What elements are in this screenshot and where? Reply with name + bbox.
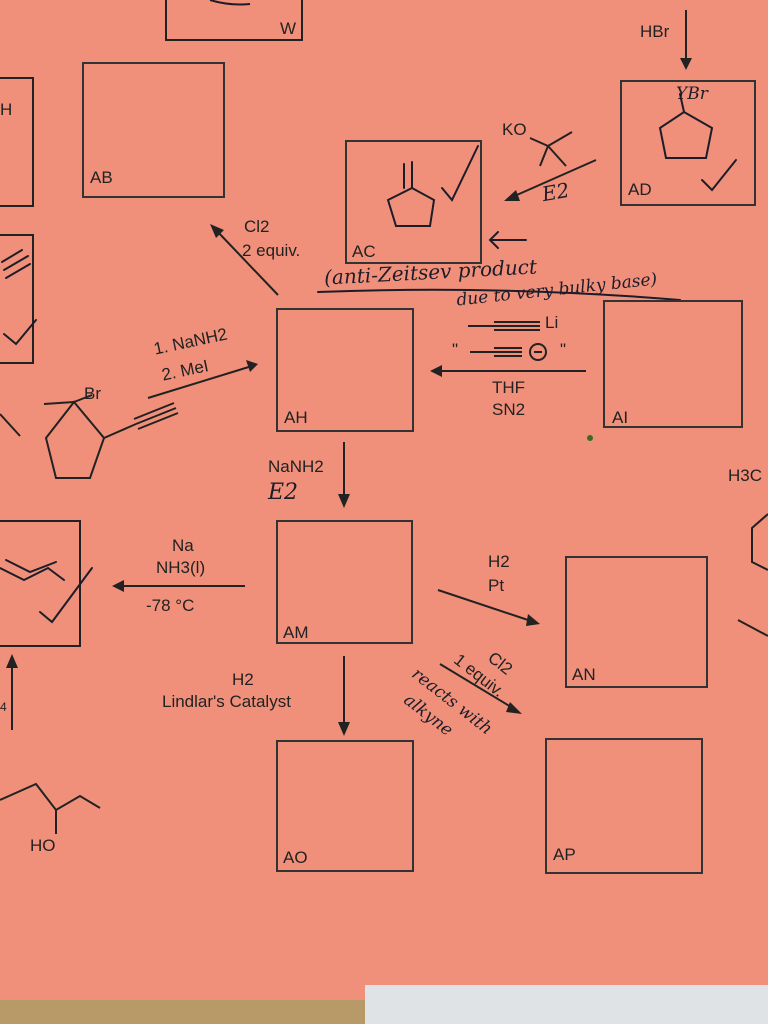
label-ab: AB (90, 168, 113, 187)
reagent-quote-right: " (560, 340, 567, 359)
label-ap: AP (553, 845, 576, 864)
box-ap[interactable] (545, 738, 703, 874)
label-left-4: 4 (0, 700, 7, 714)
label-ah: AH (284, 408, 308, 427)
reagent-li: Li (545, 313, 559, 332)
label-ao: AO (283, 848, 308, 867)
label-h3c: H3C (728, 466, 763, 485)
handwritten-e2-mid: E2 (268, 480, 299, 505)
label-left-h: H (0, 100, 13, 119)
handwritten-ybr: YBr (676, 84, 708, 104)
reagent-h2-right: H2 (488, 552, 510, 571)
label-ai: AI (612, 408, 629, 427)
label-ho: HO (30, 836, 56, 855)
reagent-lindlar: Lindlar's Catalyst (162, 692, 291, 711)
box-ac[interactable] (345, 140, 482, 264)
label-am: AM (283, 623, 309, 642)
label-ad: AD (628, 180, 652, 199)
reagent-na: Na (172, 536, 194, 555)
white-card (365, 985, 768, 1024)
label-ac: AC (352, 242, 376, 261)
box-ai[interactable] (603, 300, 743, 428)
box-ad[interactable] (620, 80, 756, 206)
reagent-pt: Pt (488, 576, 505, 595)
reagent-hbr: HBr (640, 22, 670, 41)
box-ah[interactable] (276, 308, 414, 432)
reagent-ko: KO (502, 120, 527, 139)
label-w: W (280, 19, 297, 38)
label-an: AN (572, 665, 596, 684)
reagent-thf: THF (492, 378, 526, 397)
reagent-cl2-equiv: 2 equiv. (242, 241, 301, 260)
reagent-nanh2-mid: NaNH2 (268, 457, 324, 476)
reagent-h2-bottom: H2 (232, 670, 254, 689)
label-br: Br (84, 384, 101, 403)
reagent-temp: -78 °C (146, 596, 195, 615)
reagent-cl2-top: Cl2 (244, 217, 270, 236)
reagent-sn2: SN2 (492, 400, 526, 419)
worksheet-paper (0, 0, 768, 1000)
reagent-quote-left: " (452, 340, 459, 359)
handwritten-e2-top: E2 (540, 177, 572, 207)
reagent-nh3: NH3(l) (156, 558, 206, 577)
box-ao[interactable] (276, 740, 414, 872)
box-am[interactable] (276, 520, 413, 644)
box-an[interactable] (565, 556, 708, 688)
box-ab[interactable] (82, 62, 225, 198)
